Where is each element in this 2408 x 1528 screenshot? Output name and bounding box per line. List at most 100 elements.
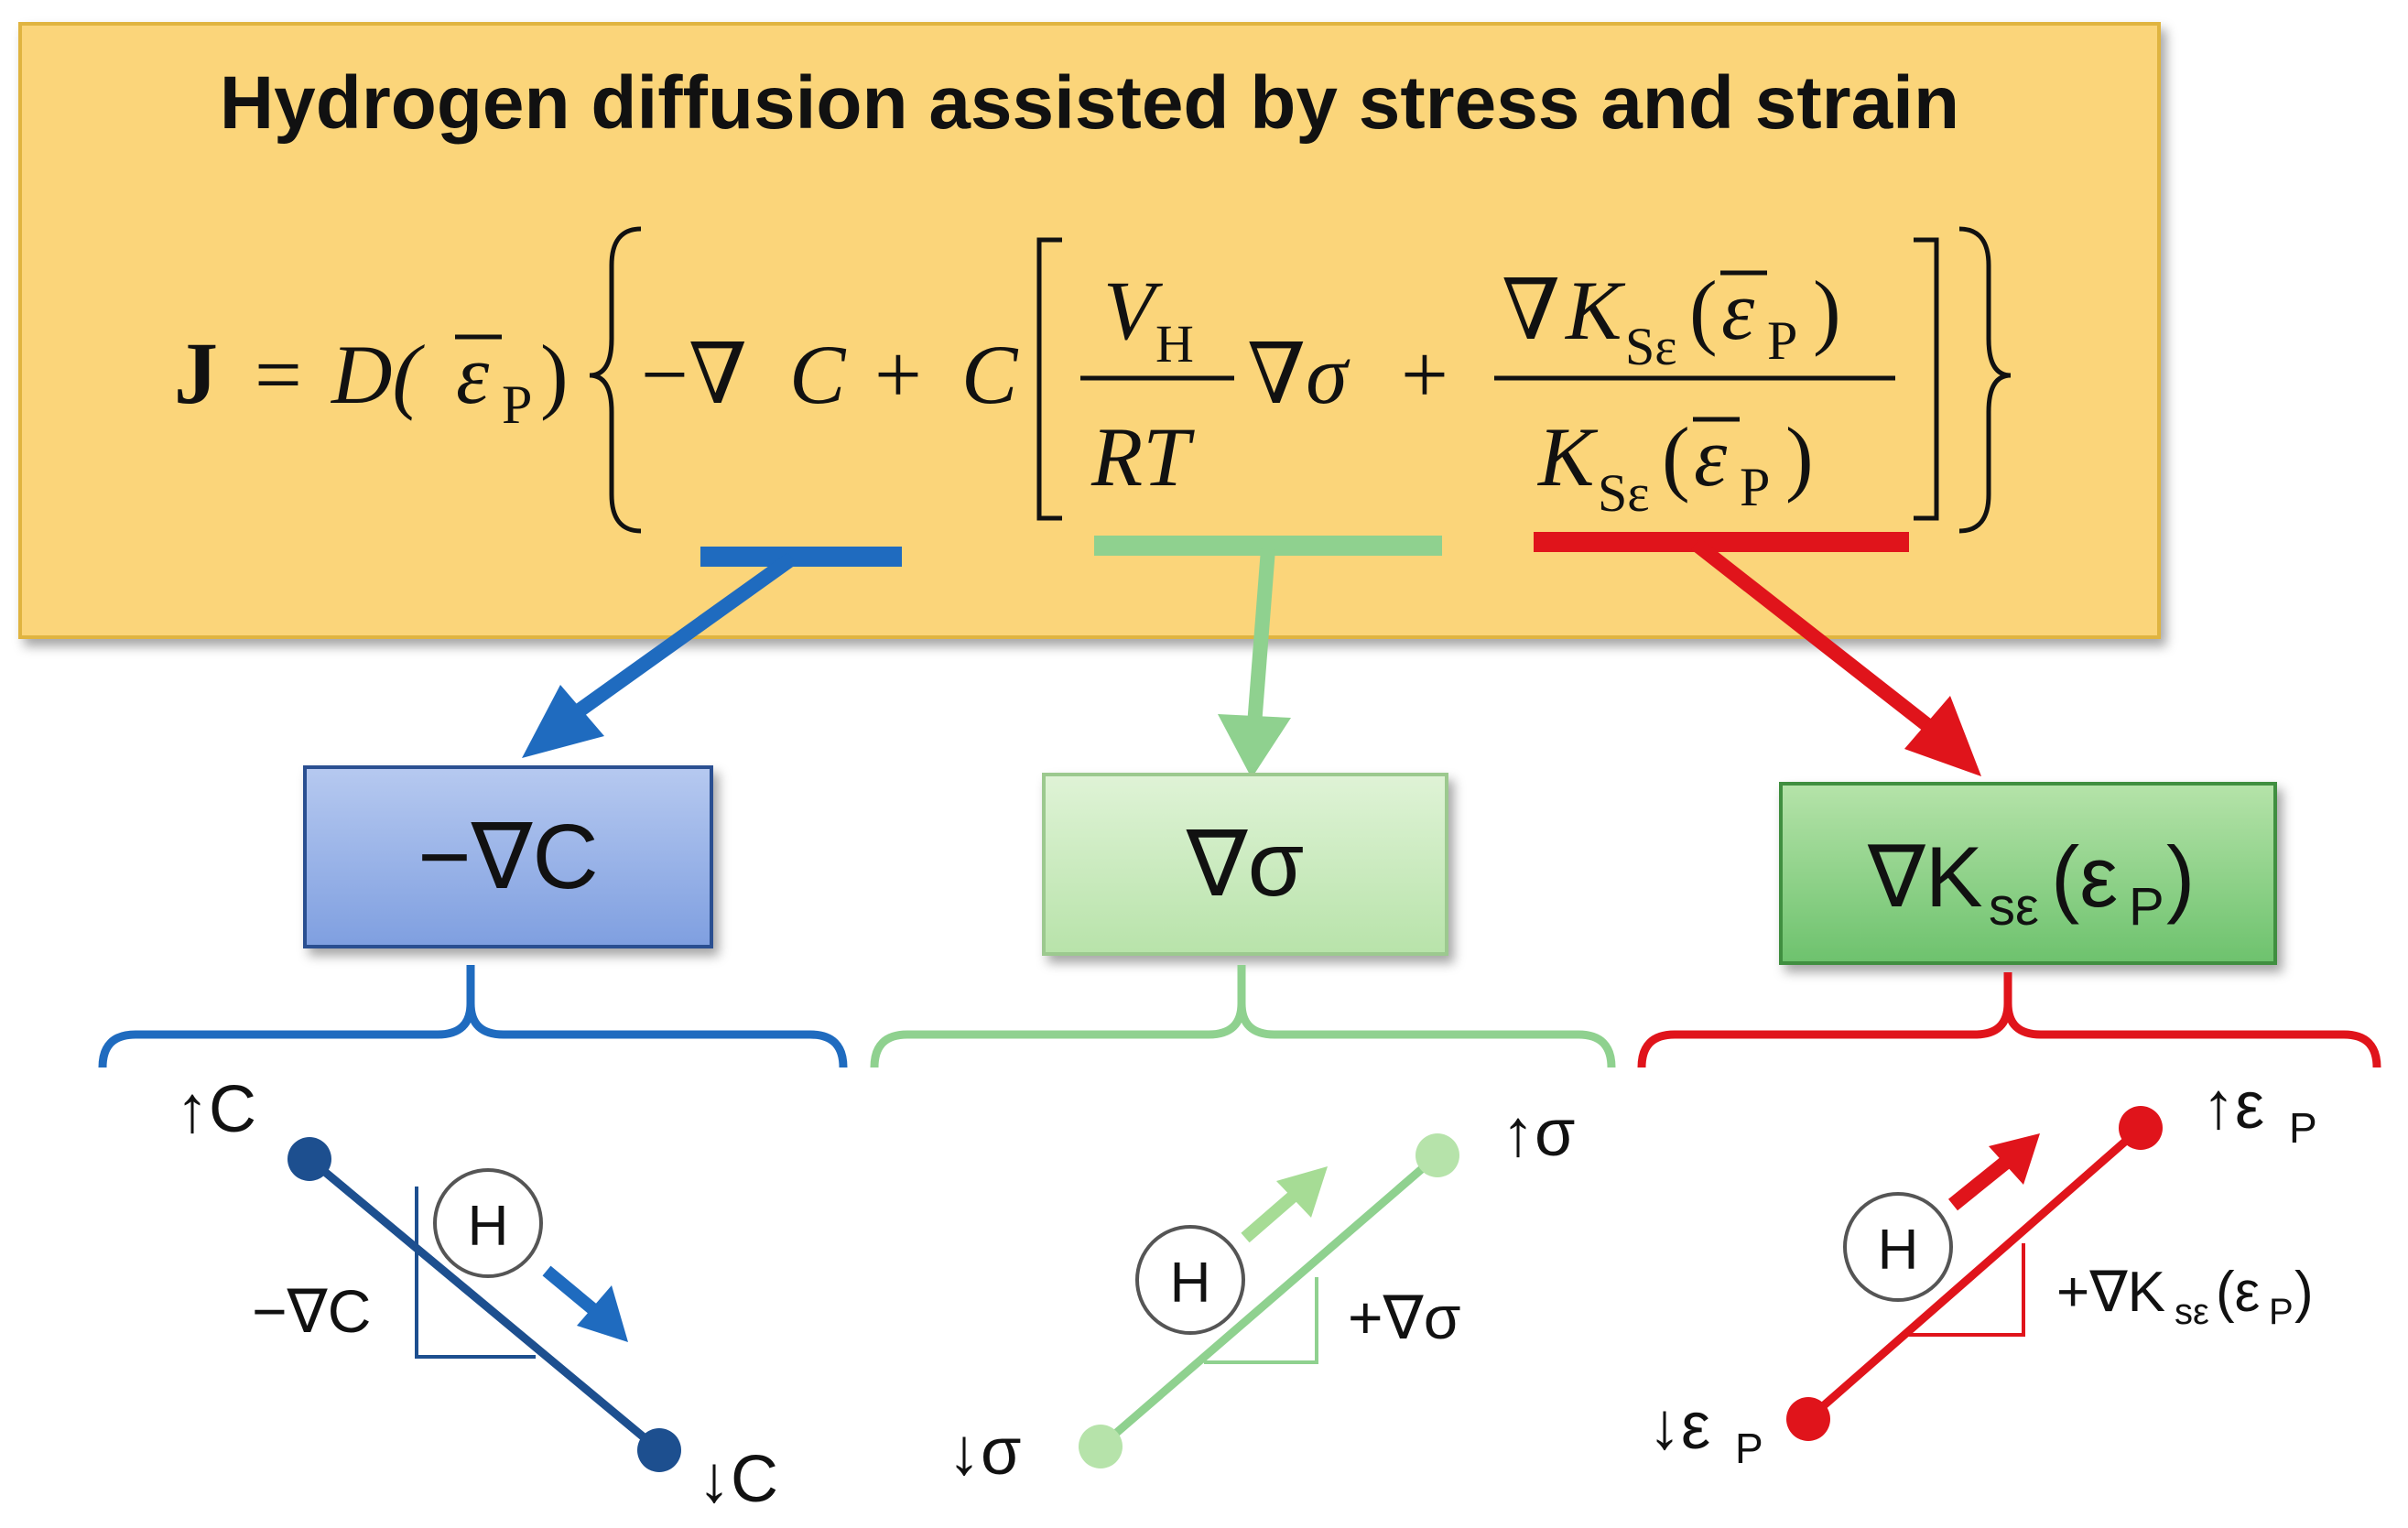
eq-numerator-k: K [1564, 264, 1626, 357]
hydrogen-atom-stress [1135, 1225, 1245, 1335]
group-brackets [98, 965, 2381, 1068]
stress-slope-triangle [1204, 1277, 1318, 1364]
stress-flux-arrow-head [1276, 1166, 1328, 1218]
low-stress-label: ↓σ [948, 1415, 1021, 1489]
eq-plus-2: + [1401, 328, 1448, 421]
strain-bracket [1637, 972, 2381, 1068]
stress-term-box: ∇σ [1042, 773, 1448, 956]
eq-numerator-open: ( [1689, 264, 1718, 357]
equation-panel: Hydrogen diffusion assisted by stress an… [18, 22, 2161, 639]
eq-denominator-k-subscript: Sε [1598, 463, 1650, 523]
strain-box-gradient-k: ∇K [1867, 829, 1983, 925]
concentration-box-label: −∇C [418, 806, 599, 908]
high-stress-label: ↑σ [1502, 1097, 1575, 1170]
stress-slope-line [1098, 1152, 1440, 1450]
eq-gas-constant-temperature: RT [1090, 410, 1195, 504]
concentration-term-box: −∇C [303, 765, 713, 948]
stress-bracket [870, 965, 1616, 1068]
strain-box-close: ) [2166, 829, 2195, 925]
high-strain-label: ↑ε [2202, 1069, 2264, 1143]
eq-strain-symbol: ε [456, 328, 490, 421]
stress-arrow-head [1218, 714, 1291, 778]
strain-box-k-subscript: sε [1989, 877, 2039, 937]
concentration-gradient-label: −∇C [252, 1277, 371, 1345]
strain-box-open-strain: (ε [2051, 829, 2118, 925]
strain-gradient-k-subscript: sε [2175, 1292, 2209, 1332]
high-concentration-label: ↑C [176, 1073, 256, 1146]
eq-partial-molar-volume: V [1103, 264, 1164, 357]
strain-slope-triangle [1904, 1243, 2025, 1337]
stress-box-shape [1042, 773, 1448, 956]
hydrogen-atom-stress-label: H [1170, 1252, 1211, 1315]
stress-arrow-shaft [1247, 548, 1275, 726]
eq-numerator-k-subscript: Sε [1625, 317, 1677, 376]
eq-right-bracket [1914, 237, 1939, 521]
low-strain-label: ↓ε [1648, 1390, 1710, 1463]
eq-denominator-strain-subscript: P [1740, 457, 1770, 517]
strain-box-shape [1779, 782, 2277, 965]
eq-volume-subscript: H [1155, 314, 1194, 374]
eq-close-paren: ) [540, 328, 569, 421]
eq-numerator-strain: ε [1721, 264, 1755, 357]
hydrogen-atom-concentration-label: H [468, 1195, 509, 1258]
concentration-flux-arrow-head [577, 1285, 628, 1342]
concentration-slope-line [307, 1155, 662, 1454]
strain-arrow-head [1904, 696, 1981, 776]
strain-slope-line [1806, 1124, 2143, 1423]
eq-flux-symbol: J [174, 324, 218, 422]
low-strain-subscript: P [1735, 1425, 1763, 1472]
eq-left-brace [589, 226, 642, 534]
low-stress-point [1079, 1425, 1123, 1468]
eq-denominator-close: ) [1785, 410, 1814, 504]
strain-flux-arrow-head [1989, 1133, 2040, 1185]
eq-denominator-open: ( [1662, 410, 1690, 504]
eq-equals: = [255, 328, 302, 421]
eq-numerator-strain-subscript: P [1767, 310, 1797, 371]
high-strain-subscript: P [2289, 1104, 2317, 1152]
connector-arrows [522, 532, 1981, 778]
term-boxes: −∇C ∇σ ∇K sε (ε P ) [303, 765, 2277, 965]
high-stress-point [1416, 1133, 1459, 1177]
hydrogen-atom-concentration [433, 1168, 543, 1278]
strain-gradient-illustration: H ↑ε P +∇K sε (ε P ) ↓ε P [1648, 1069, 2317, 1472]
eq-numerator-close: ) [1813, 264, 1841, 357]
eq-stress-gradient: ∇σ [1247, 328, 1350, 421]
stress-gradient-illustration: H ↑σ +∇σ ↓σ [948, 1097, 1575, 1489]
eq-denominator-k: K [1536, 410, 1599, 504]
hydrogen-atom-strain [1843, 1192, 1953, 1302]
strain-gradient-label: +∇K [2056, 1261, 2165, 1324]
stress-box-label: ∇σ [1186, 813, 1305, 916]
diagram-title: Hydrogen diffusion assisted by stress an… [220, 61, 1959, 145]
concentration-flux-arrow-shaft [542, 1265, 600, 1317]
eq-minus-gradient: −∇ [641, 328, 747, 421]
concentration-bracket [98, 965, 848, 1068]
eq-denominator-strain: ε [1694, 410, 1728, 504]
strain-gradient-open: (ε [2216, 1261, 2260, 1324]
concentration-arrow-shaft [572, 552, 797, 719]
concentration-box-shape [303, 765, 713, 948]
high-strain-point [2119, 1106, 2163, 1150]
eq-concentration: C [789, 328, 847, 421]
high-concentration-point [287, 1137, 331, 1181]
hydrogen-atom-strain-label: H [1878, 1219, 1919, 1282]
eq-right-brace [1958, 226, 2012, 534]
eq-numerator-gradient: ∇ [1502, 264, 1560, 357]
stress-flux-arrow-shaft [1241, 1190, 1298, 1243]
eq-strain-subscript: P [502, 374, 532, 435]
strain-arrow-shaft [1691, 537, 1936, 735]
strain-term-box: ∇K sε (ε P ) [1779, 782, 2277, 965]
eq-left-bracket [1036, 237, 1062, 521]
low-concentration-label: ↓C [698, 1443, 778, 1516]
strain-gradient-subscript: P [2269, 1292, 2294, 1332]
eq-concentration-2: C [961, 328, 1019, 421]
low-concentration-point [637, 1428, 681, 1472]
strain-flux-arrow-shaft [1947, 1156, 2011, 1211]
low-strain-point [1786, 1397, 1830, 1441]
flux-equation: J = D( ε P ) −∇ C + C V H RT ∇σ + ∇ K [174, 226, 2012, 534]
stress-gradient-label: +∇σ [1348, 1284, 1460, 1351]
eq-diffusivity: D( [330, 328, 425, 421]
concentration-arrow-head [522, 685, 604, 758]
strain-box-strain-subscript: P [2129, 877, 2164, 937]
